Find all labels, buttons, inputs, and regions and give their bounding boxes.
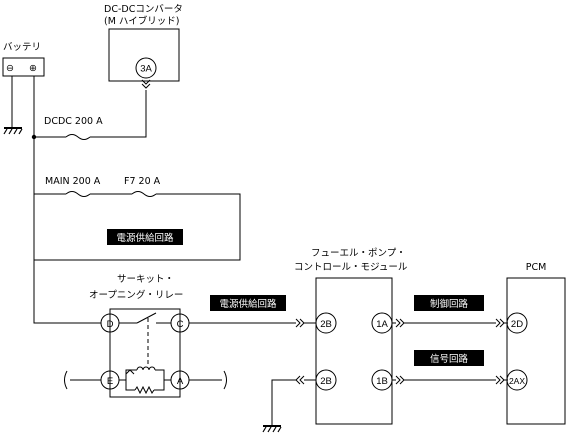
fpcm-pin-2b-bottom-label: 2B (320, 376, 332, 387)
circuit-opening-relay-box (109, 308, 181, 398)
battery-minus-icon: ⊖ (6, 63, 14, 74)
fpcm-title-line1: フューエル・ポンプ・ (311, 248, 406, 259)
connector-chevron-icon (295, 375, 305, 385)
fuse-f7-icon (131, 191, 157, 197)
battery-positive-wire (33, 76, 101, 324)
connector-chevron-icon (141, 79, 151, 89)
signal-circuit-tag (414, 350, 484, 366)
control-circuit-tag (414, 295, 484, 311)
connector-chevron-icon (295, 318, 305, 328)
relay-switch-contact (136, 312, 157, 324)
battery-label: バッテリ (3, 42, 41, 53)
dcdc-pin-3a-label: 3A (140, 64, 152, 75)
pcm-box (506, 277, 566, 425)
relay-title-line2: オープニング・リレー (89, 289, 183, 301)
fuel-pump-control-module-box (315, 277, 393, 425)
power-supply-tag-2 (210, 295, 286, 311)
fpcm-pin-2b-top (315, 312, 337, 334)
ground-icon (262, 425, 282, 433)
connector-chevron-icon (495, 375, 505, 385)
dcdc-pin-3a (135, 57, 157, 79)
power-supply-tag-2-label: 電源供給回路 (219, 298, 277, 310)
fpcm-pin-1b-label: 1B (376, 376, 388, 387)
battery-box (2, 57, 45, 77)
f7-loop-wire (34, 193, 241, 261)
fpcm-ground-wire (271, 379, 296, 426)
relay-resistor-icon (134, 385, 155, 395)
relay-pin-c-label: C (177, 319, 184, 330)
fuse-dcdc-label: DCDC 200 A (44, 116, 103, 127)
wire-break-right-icon (223, 370, 227, 390)
ground-icon (3, 127, 23, 135)
relay-pin-a-label: A (177, 376, 184, 387)
dcdc-feed-wire (90, 90, 147, 138)
fuse-dcdc-icon (65, 134, 91, 140)
relay-title-line1: サーキット・ (117, 274, 174, 285)
battery-plus-icon: ⊕ (29, 63, 37, 74)
fpcm-title-line2: コントロール・モジュール (294, 262, 408, 273)
fpcm-pin-1a-label: 1A (376, 319, 388, 330)
relay-pin-d-label: D (107, 319, 114, 330)
relay-pin-e-label: E (107, 376, 113, 387)
fuse-main-icon (65, 191, 91, 197)
pcm-title: PCM (526, 262, 547, 273)
fuse-f7-label: F7 20 A (124, 176, 161, 187)
pcm-pin-2d (506, 312, 528, 334)
pcm-pin-2ax-label: 2AX (509, 376, 525, 386)
dcdc-title-line2: (M ハイブリッド) (104, 15, 179, 27)
connector-chevron-icon (395, 318, 405, 328)
relay-coil-icon (136, 366, 156, 371)
control-circuit-tag-label: 制御回路 (430, 298, 469, 310)
dcdc-title-line1: DC-DCコンバータ (104, 4, 183, 15)
connector-chevron-icon (395, 375, 405, 385)
wire-break-left-icon (64, 370, 68, 390)
signal-circuit-tag-label: 信号回路 (430, 353, 469, 365)
diode-icon (125, 369, 135, 375)
power-supply-tag-1-label: 電源供給回路 (116, 232, 174, 244)
fpcm-pin-2b-top-label: 2B (320, 319, 332, 330)
pcm-pin-2d-label: 2D (511, 319, 523, 330)
connector-chevron-icon (495, 318, 505, 328)
pcm-pin-2ax (506, 369, 528, 391)
dcdc-converter-box (108, 28, 180, 82)
fuse-main-label: MAIN 200 A (45, 176, 101, 187)
power-supply-tag-1 (107, 229, 183, 245)
